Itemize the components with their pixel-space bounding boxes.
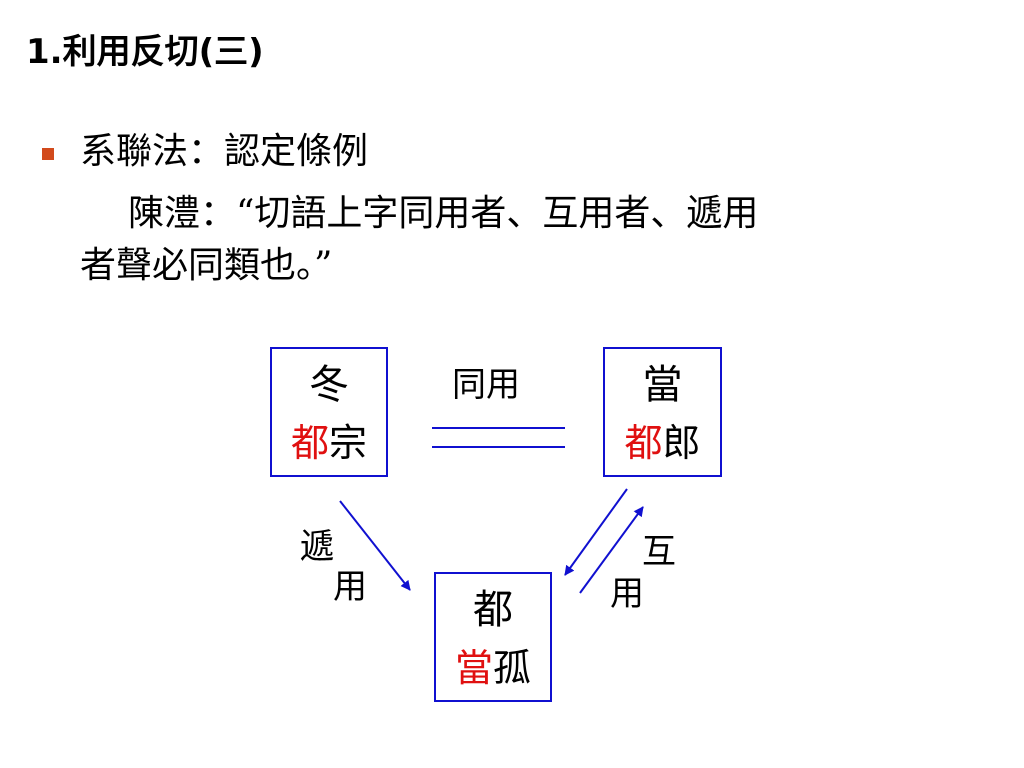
quote-line-2: 者聲必同類也。” [80,245,333,286]
box-dong-upper: 都 [290,421,329,465]
quote-line-1: 陳澧：“切語上字同用者、互用者、遞用 [128,193,759,234]
label-diyong-2: 用 [333,567,367,607]
box-dong-fanqie: 都宗 [272,421,386,465]
bullet-marker-icon [42,148,54,160]
box-dong-lower: 宗 [329,421,368,465]
diyong-arrow [339,500,411,591]
box-dong-head: 冬 [309,362,349,408]
box-dang-fanqie: 都郎 [605,421,720,465]
box-dang-lower: 郎 [662,421,701,465]
huyong-arrow-down [564,488,628,576]
label-huyong-1: 互 [642,532,676,572]
box-du: 都 當孤 [434,572,552,702]
bullet-text: 系聯法：認定條例 [80,131,369,172]
box-dang-head: 當 [642,362,683,408]
box-du-fanqie: 當孤 [436,646,550,690]
box-du-head: 都 [473,587,513,633]
box-du-lower: 孤 [493,646,532,690]
box-du-upper: 當 [454,646,493,690]
box-dang: 當 都郎 [603,347,722,477]
label-diyong-1: 遞 [300,527,334,567]
box-dong: 冬 都宗 [270,347,388,477]
slide-title: 1.利用反切(三) [26,32,264,72]
box-dang-upper: 都 [624,421,663,465]
huyong-arrow-up [579,506,644,594]
label-huyong-2: 用 [610,574,644,614]
label-tongyong: 同用 [452,365,520,405]
